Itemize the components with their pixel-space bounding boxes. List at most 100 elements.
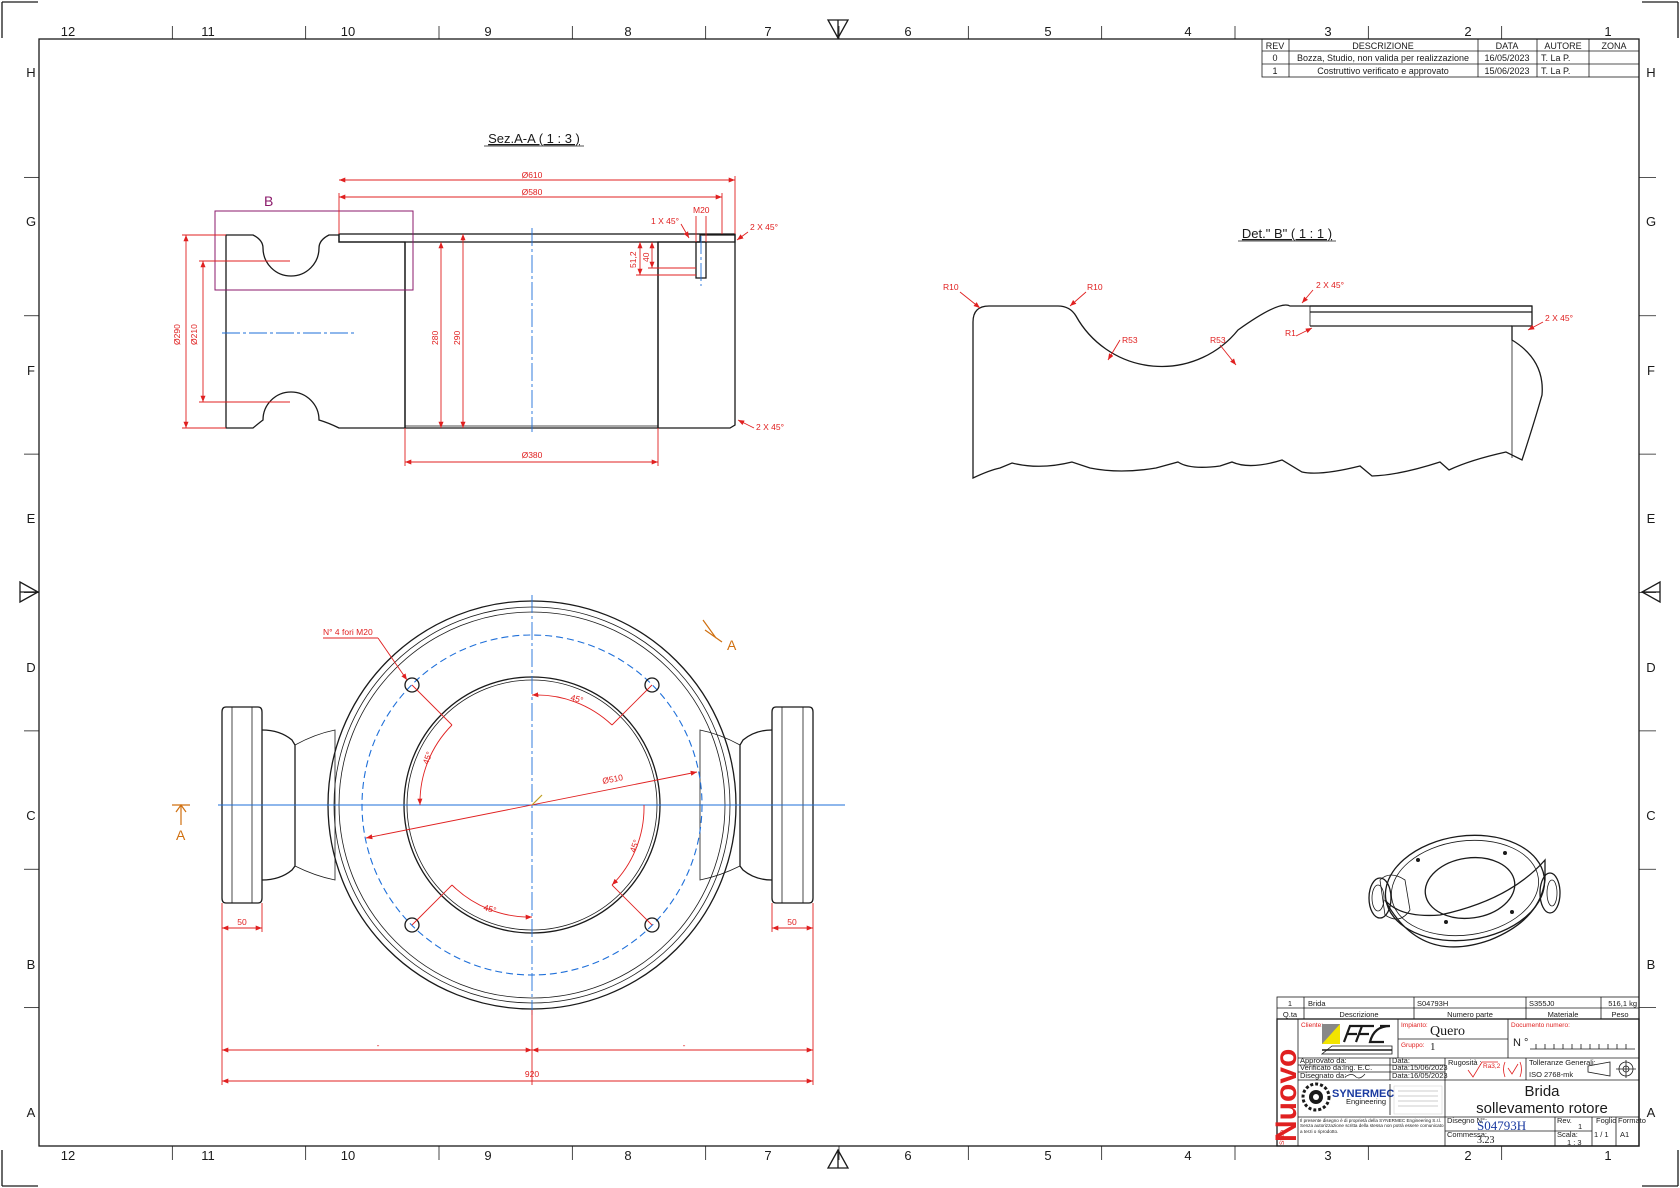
data-value: 15/06/2023: [1410, 1063, 1448, 1072]
bom-header: Peso: [1611, 1010, 1628, 1019]
numero-label: N °: [1513, 1037, 1528, 1049]
detail-view-b: Det." B" ( 1 : 1 ) R10 R10 R53 R53 R1 2 …: [943, 226, 1573, 480]
cliente-label: Cliente:: [1301, 1022, 1323, 1029]
col-label: 4: [1184, 1148, 1191, 1163]
company-name: SYNERMEC: [1332, 1088, 1394, 1100]
row-label: D: [1646, 660, 1655, 675]
dim-depth1: 51,2: [628, 251, 638, 268]
col-label: 4: [1184, 24, 1191, 39]
col-label: 6: [904, 24, 911, 39]
col-label: 8: [624, 1148, 631, 1163]
gruppo-label: Gruppo:: [1401, 1042, 1425, 1049]
section-title: Sez.A-A ( 1 : 3 ): [488, 131, 580, 146]
col-label: 3: [1324, 24, 1331, 39]
projection-symbol-icon: [1587, 1060, 1636, 1078]
dim-d380: Ø380: [522, 450, 543, 460]
commessa-label: Commessa:: [1447, 1130, 1487, 1139]
row-label: E: [1647, 511, 1656, 526]
col-label: 9: [484, 1148, 491, 1163]
foglio-label: Foglio: [1596, 1116, 1616, 1125]
col-label: 6: [904, 1148, 911, 1163]
row-labels-left: H G F E D C B A: [26, 65, 36, 1120]
disclaimer-text: Il presente disegno è di proprietà della…: [1300, 1118, 1444, 1134]
data-label: Data:: [1392, 1063, 1410, 1072]
col-label: 7: [764, 1148, 771, 1163]
rev-header: AUTORE: [1544, 41, 1581, 51]
data-label: Data:: [1392, 1071, 1410, 1080]
rev-header: DESCRIZIONE: [1352, 41, 1414, 51]
rugosita-label: Rugosità :: [1448, 1058, 1482, 1067]
dim-d580: Ø580: [522, 187, 543, 197]
col-label: 7: [764, 24, 771, 39]
dim-total: 920: [525, 1069, 539, 1079]
dim-chamfer-bottom: 2 X 45°: [756, 422, 784, 432]
col-label: 8: [624, 24, 631, 39]
verificato-value: Ing. E.C.: [1343, 1063, 1372, 1072]
impianto-value: Quero: [1430, 1024, 1465, 1039]
dim-d210: Ø210: [189, 324, 199, 345]
row-label: E: [27, 511, 36, 526]
dim-h280: 280: [430, 331, 440, 345]
tolleranze-value: ISO 2768-mk: [1529, 1070, 1573, 1079]
row-label: F: [1647, 363, 1655, 378]
disegnato-label: Disegnato da:: [1300, 1071, 1346, 1080]
dim-d610: Ø610: [522, 170, 543, 180]
col-label: 3: [1324, 1148, 1331, 1163]
documento-label: Documento numero:: [1511, 1022, 1570, 1029]
company-sub: Engineering: [1346, 1097, 1386, 1106]
impianto-label: Impianto:: [1401, 1022, 1428, 1029]
dim-angle: 45°: [569, 692, 584, 705]
col-label: 9: [484, 24, 491, 39]
verificato-label: Verificato da:: [1300, 1063, 1343, 1072]
dim-h290: 290: [452, 331, 462, 345]
row-labels-right: H G F E D C B A: [1646, 65, 1656, 1120]
col-label: 10: [341, 24, 355, 39]
column-labels-top: 12 11 10 9 8 7 6 5 4 3 2 1: [61, 24, 1612, 39]
section-view-aa: Sez.A-A ( 1 : 3 ) B Ø610 Ø580 1 X 45°: [172, 131, 784, 466]
rev-header: DATA: [1496, 41, 1519, 51]
status-label: Nuovo: [1270, 1049, 1303, 1142]
row-label: D: [26, 660, 35, 675]
dim-angle: 45°: [420, 750, 434, 766]
dim-r53b: R53: [1210, 335, 1226, 345]
rev-cell: Costruttivo verificato e approvato: [1317, 66, 1449, 76]
bom-cell: S04793H: [1417, 999, 1448, 1008]
dim-r10a: R10: [943, 282, 959, 292]
dim-r53a: R53: [1122, 335, 1138, 345]
rev-header: REV: [1266, 41, 1285, 51]
row-label: A: [27, 1105, 36, 1120]
detail-title: Det." B" ( 1 : 1 ): [1242, 226, 1332, 241]
row-label: F: [27, 363, 35, 378]
col-label: 11: [201, 24, 215, 39]
tolleranze-label: Tolleranze Generali:: [1529, 1058, 1596, 1067]
col-label: 12: [61, 1148, 75, 1163]
dim-d510: Ø510: [601, 772, 624, 786]
section-label-a: A: [727, 637, 737, 653]
bom-cell: 516,1 kg: [1608, 999, 1637, 1008]
dim-half: -: [683, 1040, 686, 1050]
dim-angle: 45°: [482, 902, 497, 915]
col-label: 5: [1044, 24, 1051, 39]
bom-header: Materiale: [1548, 1010, 1579, 1019]
section-label-a: A: [176, 827, 186, 843]
rev-cell: 1: [1272, 66, 1277, 76]
row-label: H: [1646, 65, 1655, 80]
row-label: C: [26, 808, 35, 823]
holes-note: N° 4 fori M20: [323, 627, 373, 637]
bom-header: Q.ta: [1283, 1010, 1298, 1019]
row-label: H: [26, 65, 35, 80]
rev-cell: Bozza, Studio, non valida per realizzazi…: [1297, 53, 1469, 63]
rev-cell: 0: [1272, 53, 1277, 63]
col-label: 2: [1464, 24, 1471, 39]
revision-table: REV DESCRIZIONE DATA AUTORE ZONA 0 Bozza…: [1261, 38, 1640, 78]
plan-view: N° 4 fori M20 45° 45° 45° 45° Ø510 A A: [172, 595, 845, 1085]
rev-value: 1: [1578, 1122, 1582, 1131]
dim-chamfer-top: 1 X 45°: [651, 216, 679, 226]
bom-header: Numero parte: [1447, 1010, 1493, 1019]
gear-icon: [1301, 1082, 1331, 1112]
formato-label: Formato: [1618, 1116, 1646, 1125]
disegno-label: Disegno N°:: [1447, 1116, 1487, 1125]
disegno-value: S04793H: [1477, 1118, 1526, 1133]
